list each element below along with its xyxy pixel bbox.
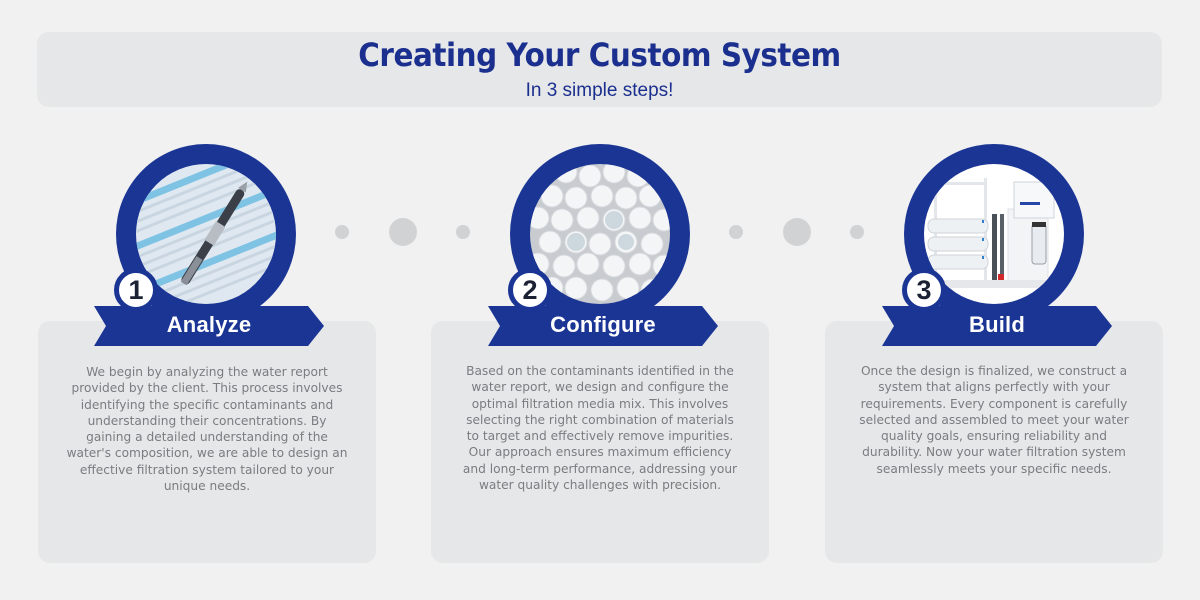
photo-ring bbox=[116, 144, 296, 324]
filtration-system-photo bbox=[924, 164, 1064, 304]
connector-dot bbox=[389, 218, 417, 246]
step-number-badge: 1 bbox=[114, 268, 158, 312]
step-ribbon: Configure bbox=[488, 306, 718, 346]
step-card-analyze: We begin by analyzing the water report p… bbox=[38, 321, 376, 563]
page-title: Creating Your Custom System bbox=[358, 36, 841, 74]
step-number-badge: 2 bbox=[508, 268, 552, 312]
step-ribbon: Build bbox=[882, 306, 1112, 346]
step-badge-configure: Configure 2 bbox=[488, 142, 718, 348]
connector-dot bbox=[850, 225, 864, 239]
step-badge-build: Build 3 bbox=[882, 142, 1112, 348]
step-number-badge: 3 bbox=[902, 268, 946, 312]
step-card-configure: Based on the contaminants identified in … bbox=[431, 321, 769, 563]
step-label: Analyze bbox=[166, 312, 252, 337]
connector-dot bbox=[335, 225, 349, 239]
photo-ring bbox=[510, 144, 690, 324]
connector-dot bbox=[729, 225, 743, 239]
connector-dot bbox=[456, 225, 470, 239]
step-description: Based on the contaminants identified in … bbox=[462, 364, 738, 493]
step-description: Once the design is finalized, we constru… bbox=[859, 364, 1129, 476]
step-description: We begin by analyzing the water report p… bbox=[66, 365, 348, 494]
water-report-photo bbox=[136, 164, 276, 304]
step-ribbon: Analyze bbox=[94, 306, 324, 346]
step-card-build: Once the design is finalized, we constru… bbox=[825, 321, 1163, 563]
page-subtitle: In 3 simple steps! bbox=[525, 80, 674, 101]
step-label: Configure bbox=[550, 312, 656, 337]
photo-ring bbox=[904, 144, 1084, 324]
connector-dot bbox=[783, 218, 811, 246]
step-label: Build bbox=[969, 312, 1025, 337]
header-banner: Creating Your Custom System In 3 simple … bbox=[37, 32, 1162, 107]
step-badge-analyze: Analyze 1 bbox=[94, 142, 324, 348]
